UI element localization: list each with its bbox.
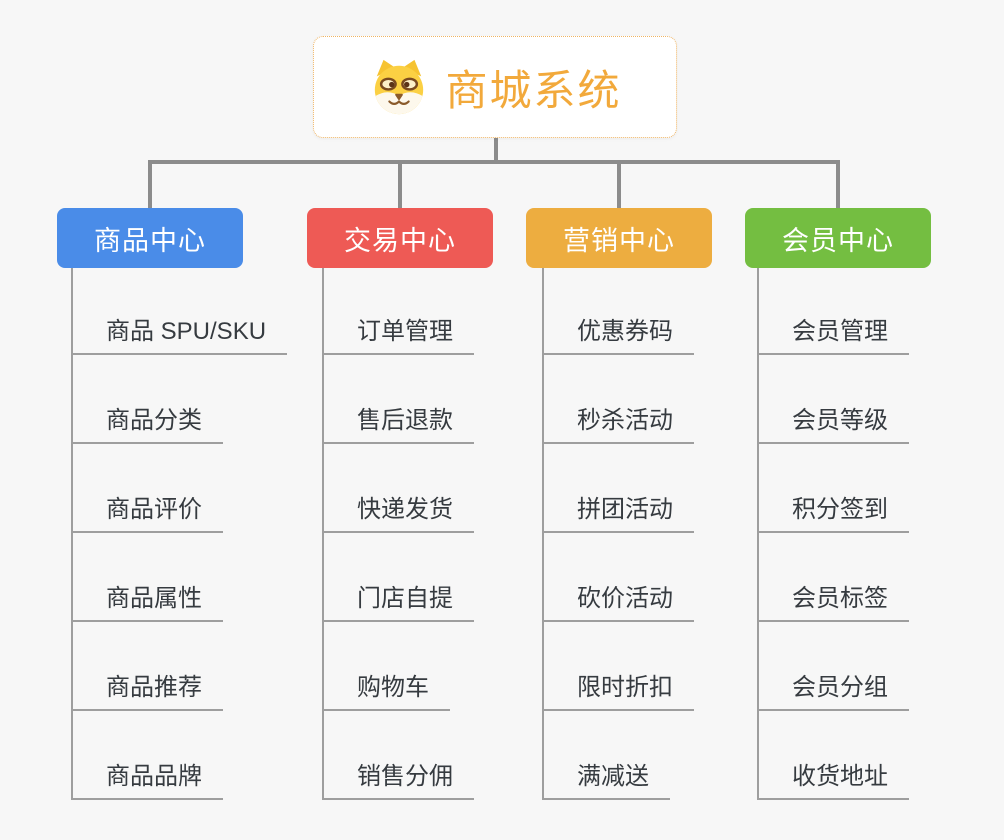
child-node[interactable]: 商品品牌 xyxy=(73,760,223,800)
branch-children-trade: 订单管理 售后退款 快递发货 门店自提 购物车 销售分佣 xyxy=(322,268,474,800)
child-node[interactable]: 门店自提 xyxy=(324,582,474,622)
child-node[interactable]: 积分签到 xyxy=(759,493,909,533)
child-node[interactable]: 会员等级 xyxy=(759,404,909,444)
child-node[interactable]: 商品分类 xyxy=(73,404,223,444)
child-node[interactable]: 砍价活动 xyxy=(544,582,694,622)
branch-node-goods-center[interactable]: 商品中心 xyxy=(57,208,243,268)
branch-children-goods: 商品 SPU/SKU 商品分类 商品评价 商品属性 商品推荐 商品品牌 xyxy=(71,268,288,800)
child-node[interactable]: 商品 SPU/SKU xyxy=(73,315,288,355)
child-node[interactable]: 商品属性 xyxy=(73,582,223,622)
child-node[interactable]: 订单管理 xyxy=(324,315,474,355)
root-node[interactable]: 商城系统 xyxy=(313,36,677,138)
child-node[interactable]: 限时折扣 xyxy=(544,671,694,711)
child-node[interactable]: 售后退款 xyxy=(324,404,474,444)
child-node[interactable]: 商品推荐 xyxy=(73,671,223,711)
child-node[interactable]: 拼团活动 xyxy=(544,493,694,533)
child-node[interactable]: 会员管理 xyxy=(759,315,909,355)
child-node[interactable]: 收货地址 xyxy=(759,760,909,800)
child-node[interactable]: 满减送 xyxy=(544,760,670,800)
child-node[interactable]: 优惠券码 xyxy=(544,315,694,355)
dog-face-icon xyxy=(375,59,424,115)
child-node[interactable]: 购物车 xyxy=(324,671,450,711)
child-node[interactable]: 秒杀活动 xyxy=(544,404,694,444)
connector-root-stem xyxy=(494,137,498,164)
root-title: 商城系统 xyxy=(445,66,622,114)
branch-node-member-center[interactable]: 会员中心 xyxy=(745,208,931,268)
branch-children-member: 会员管理 会员等级 积分签到 会员标签 会员分组 收货地址 xyxy=(757,268,909,800)
child-node[interactable]: 会员标签 xyxy=(759,582,909,622)
connector-drop-marketing xyxy=(617,160,621,208)
branch-node-trade-center[interactable]: 交易中心 xyxy=(307,208,493,268)
child-node[interactable]: 商品评价 xyxy=(73,493,223,533)
branch-children-marketing: 优惠券码 秒杀活动 拼团活动 砍价活动 限时折扣 满减送 xyxy=(542,268,694,800)
branch-node-marketing-center[interactable]: 营销中心 xyxy=(526,208,712,268)
connector-drop-goods xyxy=(148,160,152,208)
child-node[interactable]: 会员分组 xyxy=(759,671,909,711)
connector-bus-line xyxy=(148,160,840,164)
connector-drop-member xyxy=(836,160,840,208)
child-node[interactable]: 快递发货 xyxy=(324,493,474,533)
connector-drop-trade xyxy=(398,160,402,208)
child-node[interactable]: 销售分佣 xyxy=(324,760,474,800)
